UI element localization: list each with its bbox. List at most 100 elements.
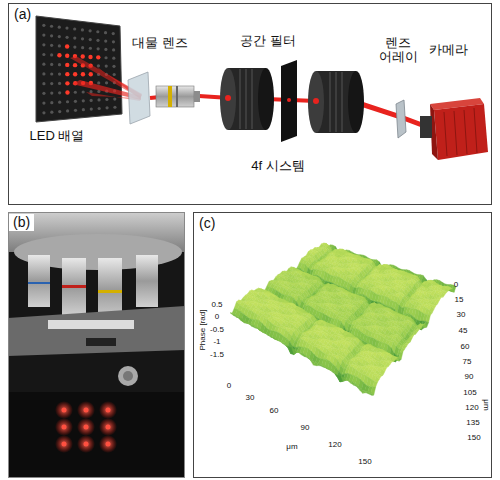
- led-grid: [42, 24, 116, 115]
- phase-surface: [230, 243, 456, 395]
- glass-slide: [128, 72, 150, 124]
- led-grid: [97, 98, 100, 101]
- led-grid: [50, 82, 53, 85]
- led-grid: [65, 36, 68, 39]
- spatial-filter: [287, 98, 291, 102]
- microscope-photo: [8, 212, 185, 478]
- led-grid: [88, 55, 92, 59]
- led-grid: [65, 44, 69, 48]
- camera: [444, 112, 447, 156]
- camera: [474, 108, 477, 153]
- objective-lens: [168, 86, 172, 107]
- fourier-lens: [246, 69, 247, 129]
- phase-surface: [426, 315, 431, 323]
- led-board: [99, 435, 117, 453]
- led-grid: [74, 109, 77, 112]
- led-grid: [112, 65, 115, 68]
- phase-surface: [413, 331, 418, 335]
- led-grid: [50, 111, 53, 114]
- fourier-lens: [313, 98, 319, 104]
- microscope-photo: [62, 285, 86, 288]
- led-board: [55, 401, 117, 453]
- led-grid: [81, 54, 85, 58]
- led-grid: [89, 47, 92, 50]
- led-grid: [65, 72, 69, 76]
- led-grid: [58, 82, 61, 85]
- led-grid: [42, 63, 45, 66]
- led-array: [36, 16, 122, 122]
- lens-array: [396, 100, 406, 138]
- microscope-photo: [8, 306, 185, 356]
- spatial-filter: [281, 60, 297, 142]
- led-grid: [42, 82, 45, 85]
- phase-surface: [369, 311, 374, 313]
- led-board: [99, 401, 117, 419]
- fourier-lens: [330, 72, 331, 132]
- led-grid: [58, 110, 61, 113]
- microscope-photo: [28, 282, 50, 284]
- led-board: [62, 425, 67, 430]
- camera: [464, 110, 467, 154]
- led-grid: [112, 40, 115, 43]
- led-grid: [58, 35, 61, 38]
- led-grid: [82, 99, 85, 102]
- led-grid: [96, 30, 99, 33]
- led-grid: [50, 34, 53, 37]
- led-board: [99, 418, 117, 436]
- camera: [420, 116, 432, 138]
- led-grid: [89, 72, 93, 76]
- led-grid: [58, 72, 61, 75]
- led-board: [55, 418, 73, 436]
- led-grid: [90, 108, 93, 111]
- led-grid: [81, 37, 84, 40]
- fourier-lens: [348, 71, 364, 133]
- led-grid: [50, 25, 53, 28]
- led-board: [62, 408, 67, 413]
- objective-lens: [194, 91, 200, 102]
- led-grid: [42, 24, 45, 27]
- led-grid: [112, 32, 115, 35]
- phase-surface: [279, 341, 284, 344]
- led-grid: [42, 43, 45, 46]
- microscope-photo: [48, 320, 134, 329]
- led-grid: [81, 72, 85, 76]
- led-grid: [89, 38, 92, 41]
- led-grid: [50, 101, 53, 104]
- fourier-lens: [240, 69, 241, 129]
- microscope-photo: [123, 371, 133, 381]
- led-board: [77, 435, 95, 453]
- fourier-lens: [336, 72, 337, 132]
- microscope-photo: [8, 392, 185, 478]
- led-board: [106, 442, 111, 447]
- led-grid: [65, 81, 69, 85]
- led-grid: [73, 45, 76, 48]
- microscope-photo: [118, 366, 138, 386]
- led-grid: [42, 101, 45, 104]
- led-grid: [50, 72, 53, 75]
- microscope-photo: [98, 290, 122, 293]
- fourier-lens: [225, 95, 231, 101]
- phase-surface: [417, 327, 422, 329]
- led-grid: [73, 72, 77, 76]
- led-board: [84, 442, 89, 447]
- led-grid: [81, 28, 84, 31]
- fourier-lens: [220, 68, 236, 130]
- led-grid: [73, 63, 77, 67]
- led-grid: [74, 100, 77, 103]
- microscope-photo: [28, 255, 50, 307]
- led-board: [84, 408, 89, 413]
- camera: [454, 111, 457, 155]
- led-grid: [66, 109, 69, 112]
- led-grid: [82, 90, 85, 93]
- led-grid: [42, 111, 45, 114]
- led-grid: [73, 36, 76, 39]
- led-grid: [42, 53, 45, 56]
- led-board: [55, 435, 73, 453]
- led-grid: [97, 81, 100, 84]
- led-board: [62, 442, 67, 447]
- led-grid: [42, 72, 45, 75]
- spatial-filter: [281, 60, 297, 142]
- led-grid: [105, 64, 108, 67]
- phase-surface: [264, 332, 269, 335]
